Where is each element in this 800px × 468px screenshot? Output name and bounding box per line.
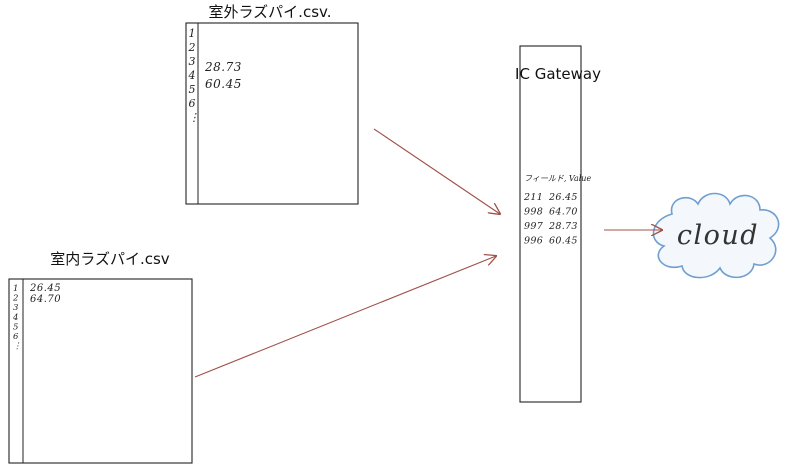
indoor-to-gateway-arrow <box>194 256 496 378</box>
outdoor-csv-title: 室外ラズパイ.csv. <box>208 3 331 21</box>
gateway-row-value: 60.45 <box>549 236 578 247</box>
gateway-row-field: 996 <box>524 236 543 247</box>
outdoor-to-gateway-arrow <box>373 128 500 214</box>
outdoor-csv-row-number: 2 <box>188 41 196 54</box>
indoor-csv-title: 室内ラズパイ.csv <box>50 250 170 268</box>
gateway-row-value: 26.45 <box>548 192 578 203</box>
gateway-table-header: フィールド, Value <box>524 174 591 183</box>
outdoor-csv-row-number: 3 <box>189 55 196 68</box>
indoor-csv-cell-1: 26.45 <box>29 283 61 294</box>
outdoor-csv-cell-2: 60.45 <box>205 77 242 91</box>
indoor-csv-row-number: 2 <box>12 294 18 304</box>
indoor-csv-row-number: ⋮ <box>13 342 22 352</box>
gateway-title: IC Gateway <box>515 65 601 83</box>
outdoor-csv-row-number: 4 <box>188 69 196 82</box>
indoor-csv-row-number: 6 <box>13 332 19 342</box>
indoor-csv-row-number: 4 <box>12 313 18 323</box>
indoor-csv-cell-2: 64.70 <box>30 294 61 305</box>
outdoor-csv-row-number: ⋮ <box>189 111 200 124</box>
outdoor-csv-row-number: 1 <box>189 27 196 40</box>
cloud-shape <box>652 192 780 279</box>
cloud-label: cloud <box>677 220 759 251</box>
gateway-row-field: 998 <box>524 207 543 218</box>
indoor-csv-row-number: 5 <box>13 322 18 332</box>
outdoor-csv-cell-1: 28.73 <box>204 60 242 74</box>
cloud-node: cloud <box>652 192 780 279</box>
indoor-csv-row-number: 3 <box>13 303 18 313</box>
outdoor-csv-row-number: 6 <box>189 97 196 110</box>
outdoor-csv-frame <box>185 22 359 205</box>
gateway-row-field: 211 <box>523 192 543 203</box>
gateway-row-value: 28.73 <box>548 221 578 232</box>
gateway-table: 211 26.45 998 64.70 997 28.73 996 60.45 <box>523 192 578 247</box>
indoor-csv-frame <box>8 278 193 464</box>
gateway-row-field: 997 <box>524 221 544 232</box>
gateway-frame <box>519 45 582 403</box>
gateway-node: IC Gateway フィールド, Value 211 26.45 998 64.70… <box>515 45 601 403</box>
gateway-row-value: 64.70 <box>549 207 578 218</box>
outdoor-csv-row-number: 5 <box>189 83 196 96</box>
indoor-csv-row-number: 1 <box>13 284 18 294</box>
